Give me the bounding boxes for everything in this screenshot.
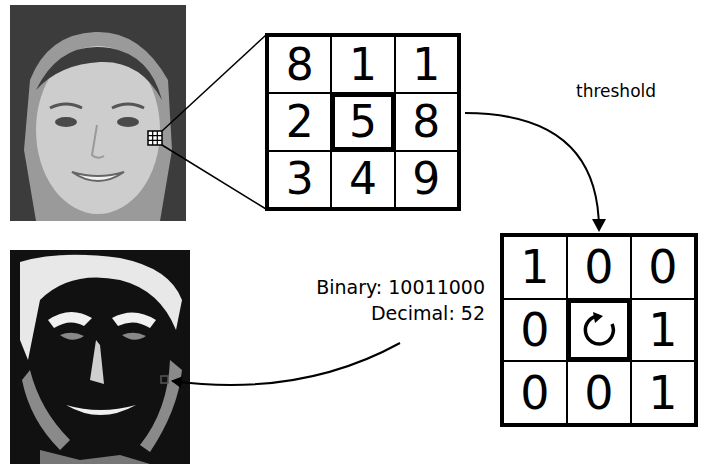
lbp-image [10,250,190,464]
grid-cell: 0 [567,236,631,299]
code-label: Binary: 10011000 [314,276,487,298]
rotation-symbol [579,310,619,350]
grid-cell: 5 [331,93,394,150]
grid-cell: 1 [331,36,394,93]
code-label: Decimal: 52 [369,302,487,324]
pixel-value: 1 [349,43,377,87]
pixel-value: 0 [520,307,549,353]
pixel-value: 8 [412,100,440,144]
pixel-value: 2 [286,100,314,144]
face-photo [10,5,186,221]
grid-cell: 0 [631,236,695,299]
pixel-grid: 811258349 [265,33,461,211]
grid-cell: 8 [268,36,331,93]
grid-cell: 1 [395,36,458,93]
pixel-value: 5 [349,100,377,144]
grid-cell [567,299,631,362]
pixel-value: 0 [584,370,613,416]
grid-cell: 4 [331,151,394,208]
grid-cell: 0 [503,299,567,362]
zoom-leader-lines [162,35,266,209]
pixel-value: 1 [520,244,549,290]
pixel-value: 0 [520,370,549,416]
pixel-value: 4 [349,157,377,201]
grid-cell: 2 [268,93,331,150]
pixel-value: 1 [648,307,677,353]
grid-cell: 1 [503,236,567,299]
sample-window-icon [148,131,162,145]
result-leader-arrow [172,343,400,385]
pixel-value: 8 [286,43,314,87]
grid-cell: 8 [395,93,458,150]
pixel-value: 3 [286,157,314,201]
pixel-value: 1 [412,43,440,87]
grid-cell: 1 [631,299,695,362]
pixel-value: 1 [648,370,677,416]
pixel-value: 0 [584,244,613,290]
grid-cell: 3 [268,151,331,208]
grid-cell: 1 [631,361,695,424]
grid-cell: 0 [503,361,567,424]
pixel-value: 9 [412,157,440,201]
grid-cell: 9 [395,151,458,208]
pixel-value: 0 [648,244,677,290]
threshold-arrow [465,113,599,230]
pixel-grid: 10001001 [500,233,698,427]
edge-label: threshold [574,81,658,101]
grid-cell: 0 [567,361,631,424]
